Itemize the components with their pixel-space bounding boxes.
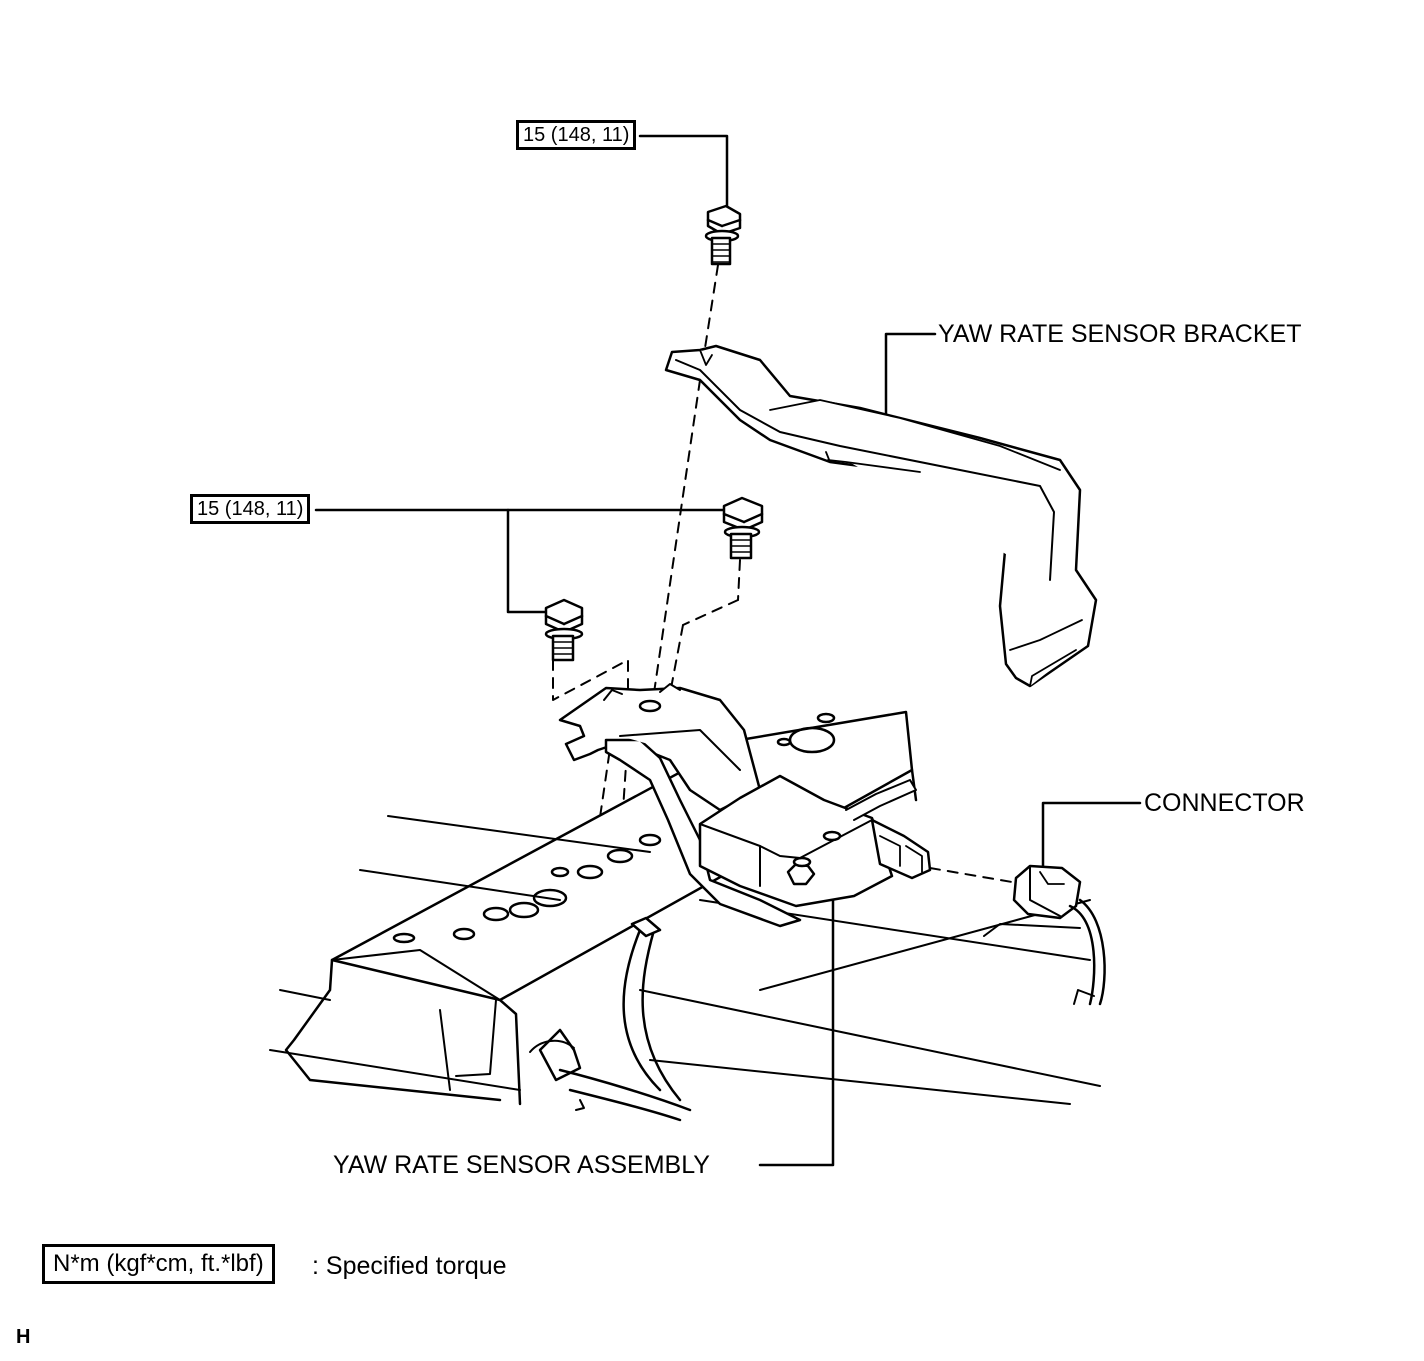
- torque-spec-upper: 15 (148, 11): [516, 120, 637, 150]
- harness-connector: [1012, 864, 1106, 1006]
- torque-spec-left: 15 (148, 11): [190, 494, 311, 524]
- yaw-rate-sensor-assembly: [698, 774, 932, 908]
- corner-code: H: [16, 1326, 31, 1348]
- sensor-assembly-label: YAW RATE SENSOR ASSEMBLY: [333, 1151, 710, 1179]
- upper-bolt: [704, 204, 742, 266]
- right-bolt: [722, 496, 764, 560]
- lower-mounting-bracket: [558, 683, 802, 928]
- yaw-rate-sensor-bracket: [664, 344, 1098, 688]
- left-bolt: [544, 598, 584, 662]
- leader-lines: [314, 134, 1142, 1167]
- legend-torque-unit-box: N*m (kgf*cm, ft.*lbf): [42, 1244, 275, 1284]
- connector-label: CONNECTOR: [1144, 789, 1305, 817]
- wiring-harness: [529, 916, 692, 1122]
- bracket-label: YAW RATE SENSOR BRACKET: [938, 320, 1302, 348]
- legend-description: : Specified torque: [312, 1252, 507, 1280]
